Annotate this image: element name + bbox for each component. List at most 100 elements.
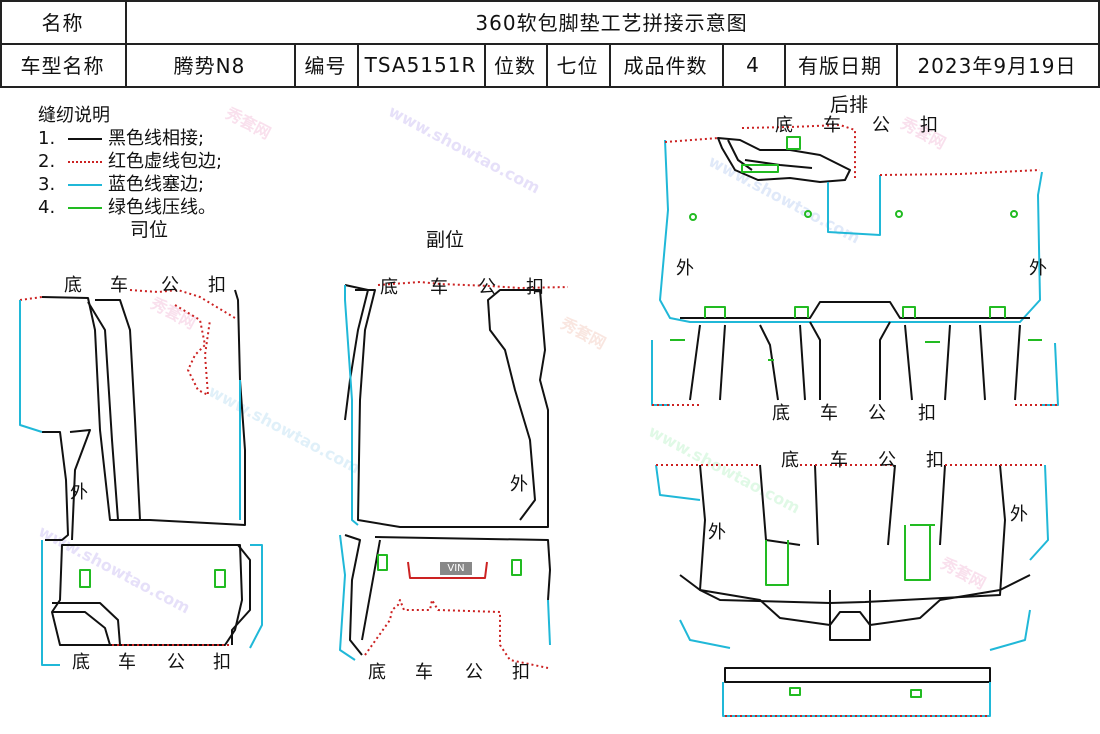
table-border-bottom	[0, 86, 1100, 88]
passenger-bottom-label-male: 公	[465, 662, 483, 683]
sewing-legend: 缝纫说明 1. 黑色线相接; 2. 红色虚线包边; 3. 蓝色线塞边; 4. 绿…	[38, 104, 222, 219]
rear-mat-middle	[651, 301, 1059, 406]
driver-section-title: 司位	[130, 219, 169, 241]
rear-top-binding	[664, 124, 1041, 178]
legend-num: 3.	[38, 174, 56, 195]
col-divider	[784, 43, 786, 87]
page-title: 360软包脚垫工艺拼接示意图	[475, 11, 748, 35]
col-divider	[294, 43, 296, 87]
red-dotted-swatch-icon	[68, 160, 102, 163]
legend-item-press: 4. 绿色线压线。	[38, 196, 222, 219]
driver-top-label-male: 公	[161, 275, 179, 296]
driver-upper-panel	[41, 289, 246, 526]
passenger-bottom-label-car: 车	[415, 662, 433, 683]
passenger-tuck-edges	[339, 285, 551, 661]
col-divider	[722, 43, 724, 87]
col-divider	[484, 43, 486, 87]
rear-low-press-marker	[789, 687, 801, 696]
rear-top-label-male: 公	[872, 115, 890, 136]
passenger-outer-label: 外	[510, 474, 528, 495]
driver-mat	[19, 289, 263, 666]
rear-top-press	[741, 164, 779, 173]
rear-top-label-buckle: 扣	[920, 115, 938, 136]
rear-low-outline	[699, 464, 1006, 604]
passenger-bottom-label-base: 底	[368, 662, 386, 683]
rear-low-right-outer-label: 外	[1010, 504, 1028, 525]
rear-low-label-base: 底	[781, 450, 799, 471]
passenger-top-label-base: 底	[380, 277, 398, 298]
legend-text: 黑色线相接;	[108, 128, 205, 149]
date-label: 有版日期	[798, 54, 882, 78]
passenger-press-marker	[511, 559, 522, 576]
col-divider	[546, 43, 548, 87]
rear-top-body	[659, 139, 1043, 323]
col-divider	[125, 0, 127, 87]
legend-num: 4.	[38, 197, 56, 218]
passenger-binding-bottom	[364, 599, 549, 669]
code-label: 编号	[304, 54, 347, 78]
rear-top-label-car: 车	[823, 115, 841, 136]
driver-left-strip	[42, 429, 91, 541]
rear-right-outer-label: 外	[1029, 258, 1047, 279]
vin-bracket	[407, 561, 488, 579]
legend-item-binding: 2. 红色虚线包边;	[38, 150, 222, 173]
driver-outer-label: 外	[70, 482, 88, 503]
driver-bottom-label-buckle: 扣	[213, 652, 231, 673]
model-value: 腾势N8	[173, 54, 246, 78]
code-value: TSA5151R	[364, 52, 477, 77]
passenger-lower-panel	[344, 534, 551, 656]
pieces-label: 成品件数	[623, 54, 708, 78]
legend-title: 缝纫说明	[38, 105, 110, 126]
model-label: 车型名称	[20, 54, 105, 78]
name-label: 名称	[41, 11, 84, 35]
col-divider	[357, 43, 359, 87]
driver-top-label-base: 底	[64, 275, 82, 296]
blue-line-swatch-icon	[68, 183, 102, 186]
rear-top-rivet	[689, 213, 697, 221]
rear-top-rivet	[895, 210, 903, 218]
legend-item-seam: 1. 黑色线相接;	[38, 127, 222, 150]
rear-mat-lower	[655, 464, 1049, 717]
seat-label: 位数	[494, 54, 536, 78]
rear-low-press	[765, 524, 935, 586]
legend-num: 1.	[38, 128, 56, 149]
pieces-value: 4	[746, 52, 760, 77]
passenger-upper-panel	[355, 289, 549, 528]
vin-label: VIN	[447, 563, 465, 574]
passenger-binding-top	[377, 281, 569, 289]
legend-text: 红色虚线包边;	[108, 151, 223, 172]
passenger-section-title: 副位	[426, 229, 465, 251]
table-border-top	[0, 0, 1100, 2]
rear-mid-label-buckle: 扣	[918, 403, 936, 424]
rear-mid-press	[670, 306, 1042, 361]
rear-low-tuck	[655, 464, 1049, 717]
legend-text: 蓝色线塞边;	[108, 174, 205, 195]
col-divider	[609, 43, 611, 87]
rear-mat-top	[659, 124, 1043, 323]
driver-binding-top	[19, 289, 236, 396]
passenger-bottom-label-buckle: 扣	[512, 662, 530, 683]
passenger-top-label-car: 车	[430, 277, 448, 298]
rear-top-rivet	[1010, 210, 1018, 218]
driver-inner-seam	[87, 299, 141, 521]
rear-low-left-outer-label: 外	[708, 522, 726, 543]
rear-top-cutout	[727, 139, 813, 171]
driver-press-marker	[79, 569, 91, 588]
rear-mid-tuck	[651, 340, 1059, 406]
passenger-top-label-buckle: 扣	[526, 277, 544, 298]
table-border-left	[0, 0, 2, 87]
driver-top-label-buckle: 扣	[208, 275, 226, 296]
rear-low-label-car: 车	[830, 450, 848, 471]
table-row-divider	[0, 43, 1100, 45]
rear-top-outline	[717, 137, 851, 183]
driver-bottom-label-base: 底	[72, 652, 90, 673]
rear-low-label-male: 公	[878, 450, 896, 471]
driver-bottom-label-male: 公	[167, 652, 185, 673]
driver-bottom-label-car: 车	[118, 652, 136, 673]
green-line-swatch-icon	[68, 206, 102, 209]
black-line-swatch-icon	[68, 137, 102, 140]
rear-section-title: 后排	[830, 94, 869, 116]
rear-mid-label-male: 公	[868, 403, 886, 424]
driver-press-marker	[214, 569, 226, 588]
